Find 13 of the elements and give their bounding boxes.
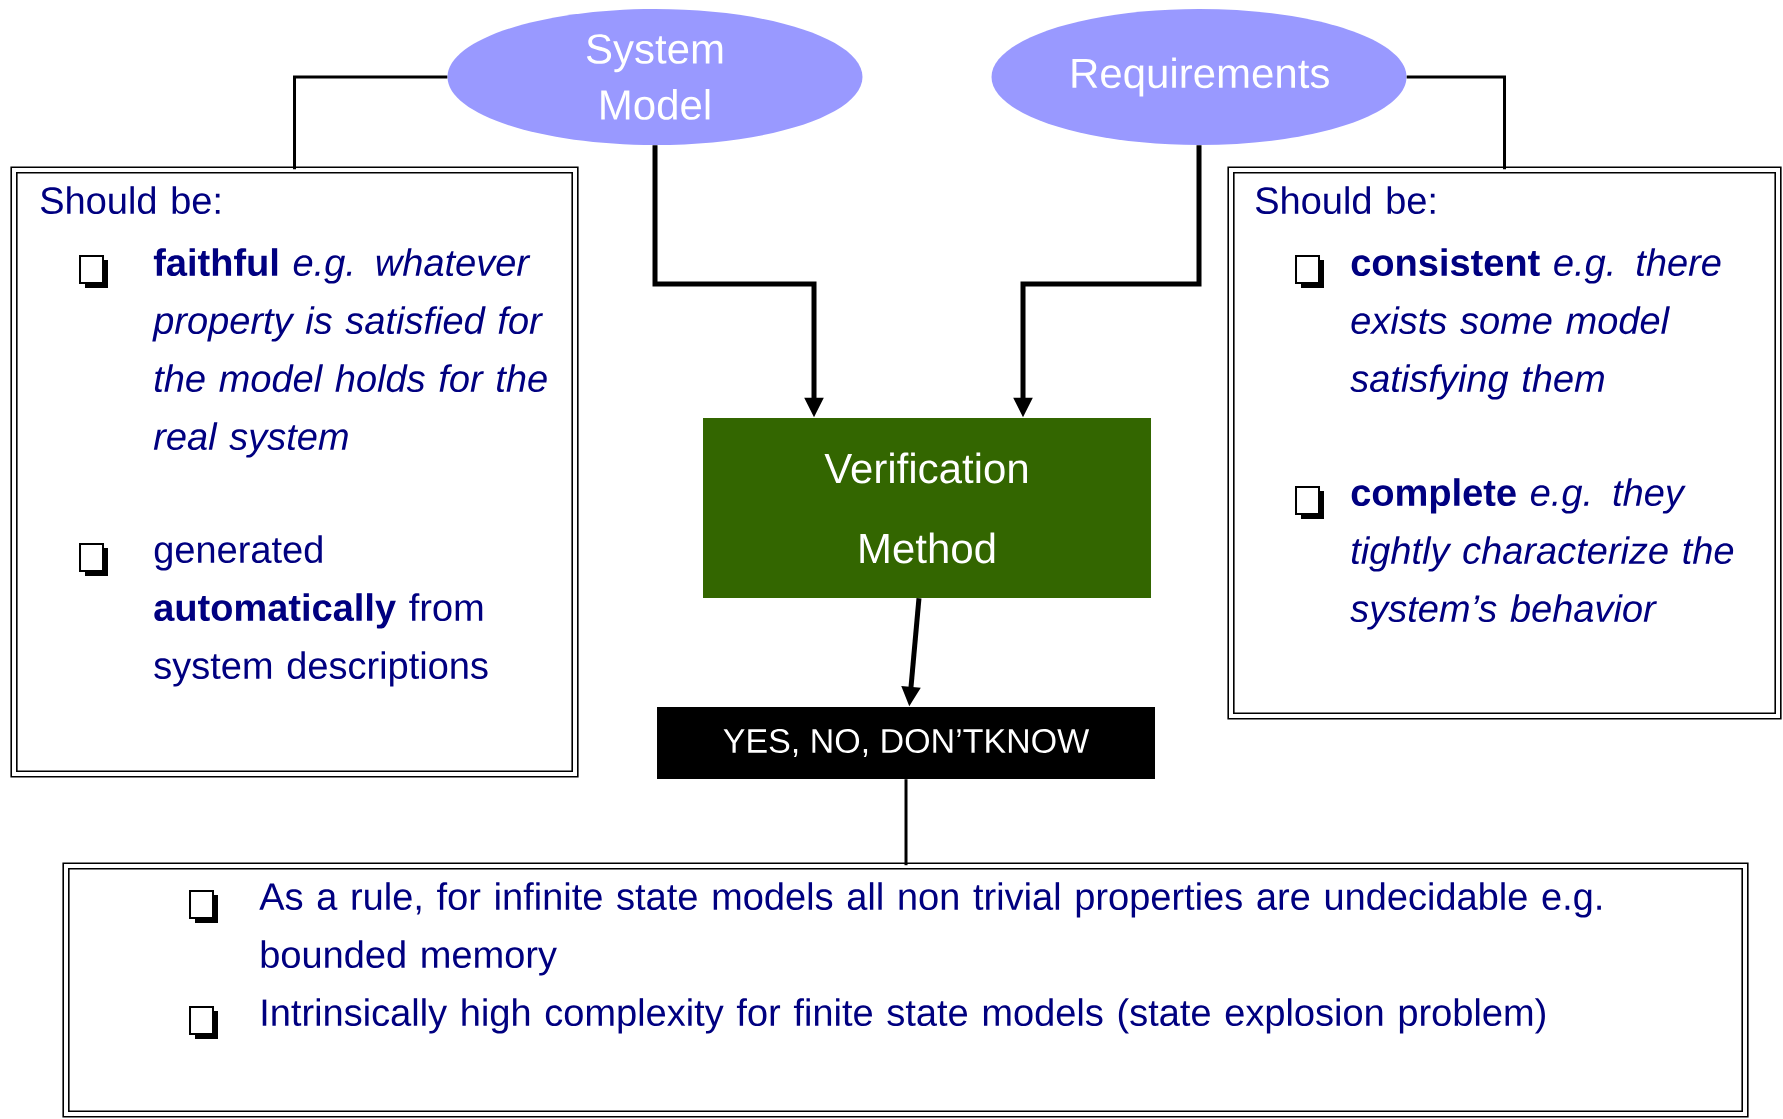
bullet-text: generated automatically from system descriptions [154,535,488,687]
bullet-text: complete e.g. they tightly characterize the system’s behavior [1350,478,1734,630]
connector-line [1406,75,1506,170]
result-box: YES, NO, DON’TKNOW [657,707,1155,779]
bullet-text: consistent e.g. there exists some model satisfying them [1350,248,1721,400]
bullet-text: As a rule, for infinite state models all non trivial properties are undecidable e.g. bounded memory [259,882,1601,976]
heading: Should be: [40,186,220,215]
bullet-text: faithful e.g. whatever property is satisfied for the model holds for the real system [152,248,547,458]
process-box: Verification Method [703,418,1151,598]
heading: Should be: [1255,186,1435,215]
connector-line [904,779,908,866]
bullet-text: Intrinsically high complexity for finite state models (state explosion problem) [262,998,1545,1034]
connector-line [293,75,448,170]
